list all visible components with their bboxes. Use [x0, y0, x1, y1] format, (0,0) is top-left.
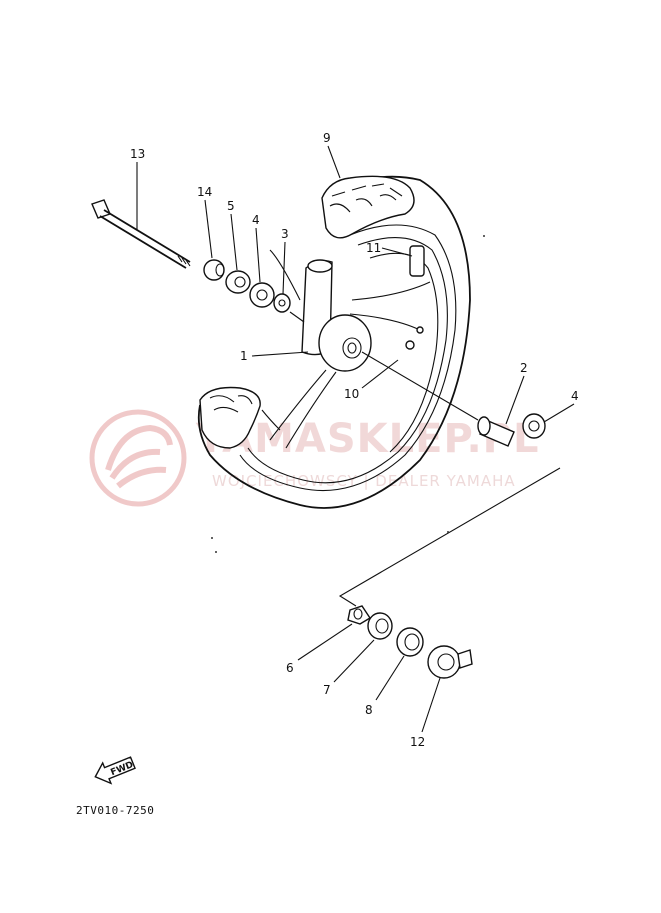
- callout-8: 8: [365, 703, 373, 717]
- callout-4a: 4: [252, 213, 260, 227]
- bearing-4b-part: [522, 413, 546, 439]
- callout-14: 14: [197, 185, 212, 199]
- callout-11: 11: [366, 241, 381, 255]
- speedometer-group: [347, 605, 473, 679]
- axle: [91, 199, 191, 269]
- bearing-4a-part: [249, 282, 275, 308]
- callout-7: 7: [323, 683, 331, 697]
- callout-2: 2: [520, 361, 528, 375]
- seal-8-part: [396, 627, 424, 657]
- left-part-stack: [203, 259, 305, 323]
- clip-6-part: [347, 605, 371, 625]
- tyre-section-bottom: [199, 386, 261, 449]
- wheel-assembly: [197, 175, 471, 509]
- watermark-logo: [89, 409, 187, 507]
- right-part-stack: [361, 351, 546, 447]
- callout-6: 6: [286, 661, 294, 675]
- tyre-section-top: [321, 175, 415, 239]
- gear-unit-12-part: [427, 645, 461, 679]
- callout-3: 3: [281, 227, 289, 241]
- watermark-sub-text: WOJCIECHOWSCY | DEALER YAMAHA: [212, 472, 516, 490]
- oil-seal-5-part: [225, 270, 251, 294]
- callout-10: 10: [344, 387, 359, 401]
- fwd-arrow-icon: FWD: [94, 756, 136, 785]
- leader-lines: [136, 145, 575, 733]
- callout-13: 13: [130, 147, 145, 161]
- part-code: 2TV010-7250: [76, 804, 154, 817]
- spacer-14-part: [203, 259, 225, 281]
- fwd-label: FWD: [109, 760, 135, 778]
- bolt-11-part: [409, 245, 425, 277]
- callout-4b: 4: [571, 389, 579, 403]
- wheel-hub: [318, 314, 372, 372]
- callout-9: 9: [323, 131, 331, 145]
- callout-1: 1: [240, 349, 248, 363]
- washer-7-part: [367, 612, 393, 640]
- callouts: 13 14 5 4 3 9 11 1 10 2 4 6 7 8 12: [130, 131, 579, 749]
- callout-12: 12: [410, 735, 425, 749]
- callout-5: 5: [227, 199, 235, 213]
- washer-3-part: [273, 293, 291, 313]
